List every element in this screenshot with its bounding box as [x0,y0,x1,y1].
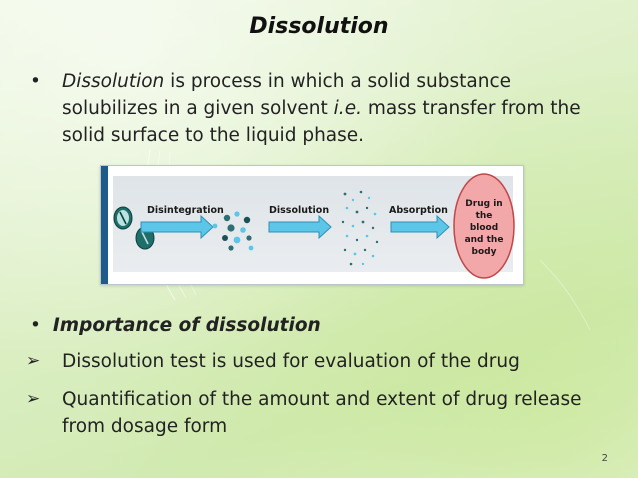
bullet-marker: • [30,315,41,336]
arrow-bullet-icon: ➢ [26,389,41,409]
page-number: 2 [601,453,608,464]
label-disintegration: Disintegration [147,205,224,216]
definition-text-b: mass transfer from the solid surface to … [62,98,581,146]
drug-label-line5: body [472,247,497,257]
definition-text-a: is process in which a solid substance so… [62,71,512,119]
definition-ie: i.e. [333,98,362,119]
arrow-dissolution [268,214,332,240]
definition-term: Dissolution [62,71,165,92]
drug-label-line4: and the [465,235,504,245]
drug-label-line3: blood [470,223,498,233]
arrow-bullet-icon: ➢ [26,351,41,371]
dissolved-particles-icon [341,190,379,266]
point-text: Dissolution test is used for evaluation … [62,351,520,372]
point-item: ➢ Quantification of the amount and exten… [26,386,586,440]
bullet-marker: • [30,71,41,92]
tablet-icon [113,206,133,230]
label-absorption: Absorption [389,205,448,216]
granules-icon [212,211,254,251]
arrow-absorption [390,214,450,240]
arrow-disintegration [140,214,214,240]
drug-label-line1: Drug in [465,199,502,209]
figure-side-strip [101,166,108,284]
importance-heading: • Importance of dissolution [30,315,321,336]
importance-heading-text: Importance of dissolution [52,315,321,336]
drug-label-line2: the [476,211,493,221]
process-diagram: Disintegration Dissolution [113,173,515,279]
point-item: ➢ Dissolution test is used for evaluatio… [26,348,586,375]
label-dissolution: Dissolution [269,205,329,216]
drug-in-blood-ellipse: Drug in the blood and the body [453,173,515,279]
definition-text: Dissolution is process in which a solid … [62,68,610,149]
slide-title: Dissolution [249,14,389,39]
dissolution-process-figure: Disintegration Dissolution [100,165,524,285]
definition-bullet: • Dissolution is process in which a soli… [30,68,610,149]
point-text: Quantification of the amount and extent … [62,389,582,437]
